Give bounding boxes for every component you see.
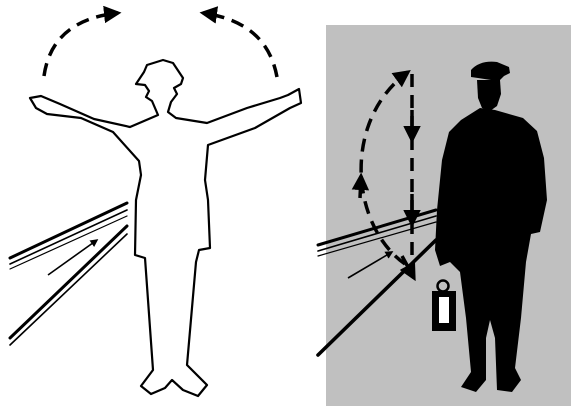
day-signal-panel (10, 13, 301, 396)
track-rails-left (10, 203, 127, 345)
curved-dashed-arrow-left-icon (44, 13, 118, 76)
night-signal-panel (318, 25, 571, 406)
dashed-loop-up-marker-icon (360, 176, 361, 198)
curved-dashed-arrow-right-icon (203, 13, 277, 77)
